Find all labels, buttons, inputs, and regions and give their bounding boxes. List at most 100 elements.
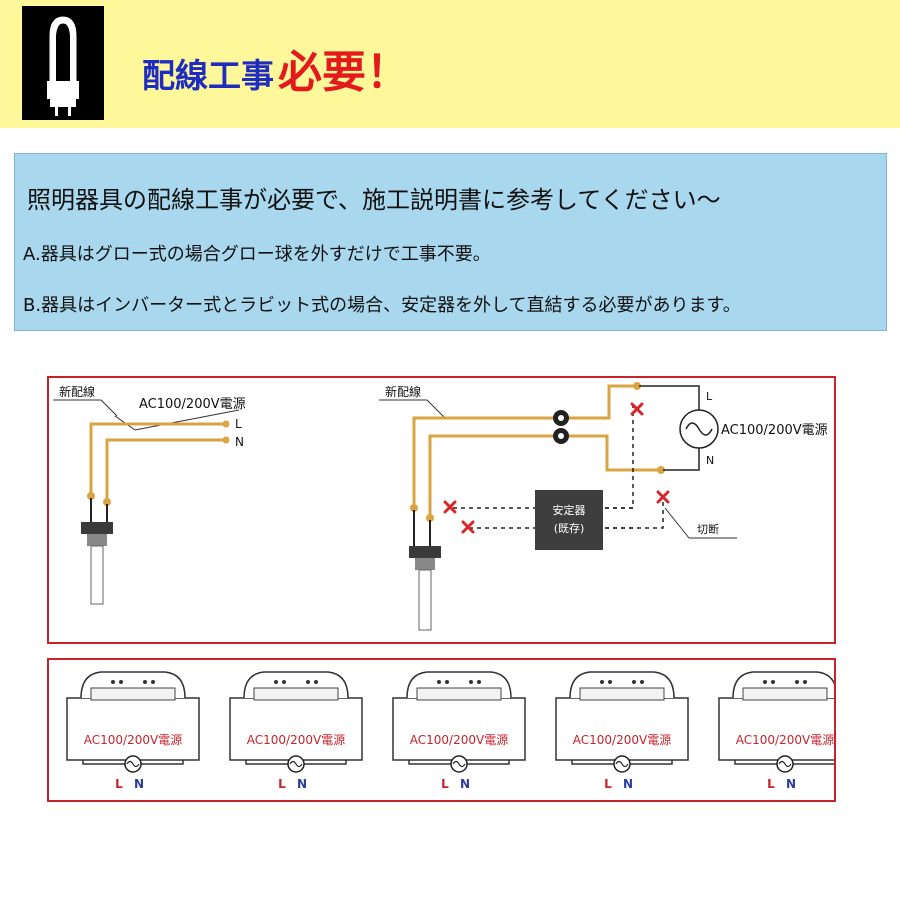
info-box: 照明器具の配線工事が必要で、施工説明書に参考してください～ A.器具はグロー式の…	[14, 153, 887, 331]
fixture-l-label: L	[441, 777, 449, 791]
lamp-base	[409, 546, 441, 558]
fixture-l-label: L	[604, 777, 612, 791]
socket-pin	[795, 680, 799, 684]
lamp-neck	[415, 558, 435, 570]
sine-wave-icon	[126, 760, 140, 768]
sine-wave-icon	[452, 760, 466, 768]
socket-pin	[640, 680, 644, 684]
socket-pin	[600, 680, 604, 684]
cut-mark-icon	[630, 402, 644, 416]
lamp-base	[81, 522, 113, 534]
socket-pin	[437, 680, 441, 684]
socket-pin	[469, 680, 473, 684]
socket-pin	[445, 680, 449, 684]
wire-connector-hole	[558, 415, 564, 421]
fixture-wire	[408, 760, 451, 765]
label-leader	[100, 399, 118, 417]
socket-pin	[119, 680, 123, 684]
wire-n	[105, 438, 224, 504]
wire-n	[428, 434, 661, 518]
info-item-a: A.器具はグロー式の場合グロー球を外すだけで工事不要。	[23, 244, 491, 265]
old-wire-dashed	[605, 496, 664, 529]
fixture-tube	[253, 687, 339, 701]
wiring-diagram-panel: 新配線 AC100/200V電源 L N 新配線	[47, 376, 836, 644]
fixture-tube	[90, 687, 176, 701]
socket-pin	[151, 680, 155, 684]
cut-mark-icon	[656, 490, 670, 504]
info-heading: 照明器具の配線工事が必要で、施工説明書に参考してください～	[27, 186, 721, 214]
cut-mark-icon	[443, 500, 457, 514]
socket-pin	[111, 680, 115, 684]
fixture-wire	[245, 760, 288, 765]
fixture-tube	[742, 687, 828, 701]
socket-pin	[477, 680, 481, 684]
sine-wave-icon	[615, 760, 629, 768]
line-l-label: L	[235, 417, 242, 431]
fixture-power-label: AC100/200V電源	[573, 733, 671, 747]
info-item-b: B.器具はインバーター式とラビット式の場合、安定器を外して直結する必要があります…	[23, 295, 741, 316]
label-leader	[134, 409, 240, 431]
fixture-power-label: AC100/200V電源	[84, 733, 182, 747]
socket-pin	[306, 680, 310, 684]
socket-pin	[274, 680, 278, 684]
terminal-dot	[87, 492, 95, 500]
new-wiring-label: 新配線	[59, 384, 95, 399]
terminal-dot	[426, 514, 434, 522]
fixture-power-label: AC100/200V電源	[247, 733, 345, 747]
socket-pin	[771, 680, 775, 684]
fixture-wire	[304, 760, 347, 765]
sine-wave-icon	[685, 422, 713, 436]
fixture-n-label: N	[460, 777, 470, 791]
ballast-label: 安定器	[553, 503, 586, 517]
line-n-label: N	[706, 454, 714, 467]
power-wire	[663, 448, 700, 471]
fixture-wire	[734, 760, 777, 765]
fixture-wire	[630, 760, 673, 765]
lamp-neck	[87, 534, 107, 546]
header-banner: 配線工事必要！	[0, 0, 900, 128]
line-n-label: N	[235, 435, 244, 449]
sine-wave-icon	[778, 760, 792, 768]
fixture-wire	[141, 760, 184, 765]
wire-connector-hole	[558, 433, 564, 439]
cut-mark-icon	[461, 520, 475, 534]
banner-title-emphasis: 必要！	[278, 47, 410, 98]
terminal-dot	[657, 466, 665, 474]
terminal-dot	[633, 382, 641, 390]
banner-title-main: 配線工事	[142, 56, 274, 95]
fixture-n-label: N	[134, 777, 144, 791]
fixture-power-label: AC100/200V電源	[736, 733, 834, 747]
socket-pin	[282, 680, 286, 684]
fixture-wire	[82, 760, 125, 765]
wire-l	[89, 422, 224, 496]
power-wire	[639, 385, 700, 410]
fixture-n-label: N	[786, 777, 796, 791]
fixture-tube	[416, 687, 502, 701]
terminal-dot	[222, 436, 230, 444]
banner-title: 配線工事必要！	[142, 36, 410, 98]
power-label: AC100/200V電源	[721, 423, 828, 438]
ballast-box	[535, 490, 603, 550]
fixture-wire	[467, 760, 510, 765]
diagram-b: 新配線 L N AC100/200V電源	[379, 382, 828, 631]
line-l-label: L	[706, 390, 713, 403]
fixture-tube	[579, 687, 665, 701]
diagram-a: 新配線 AC100/200V電源 L N	[53, 384, 246, 605]
fixture-body	[229, 697, 363, 761]
terminal-dot	[410, 504, 418, 512]
sine-wave-icon	[289, 760, 303, 768]
fixture-n-label: N	[623, 777, 633, 791]
lamp-tube	[90, 545, 104, 605]
fixture-power-label: AC100/200V電源	[410, 733, 508, 747]
fixture-body	[66, 697, 200, 761]
power-label: AC100/200V電源	[139, 397, 246, 412]
socket-pin	[608, 680, 612, 684]
socket-pin	[143, 680, 147, 684]
lamp-icon-box	[22, 6, 104, 120]
terminal-dot	[222, 420, 230, 428]
